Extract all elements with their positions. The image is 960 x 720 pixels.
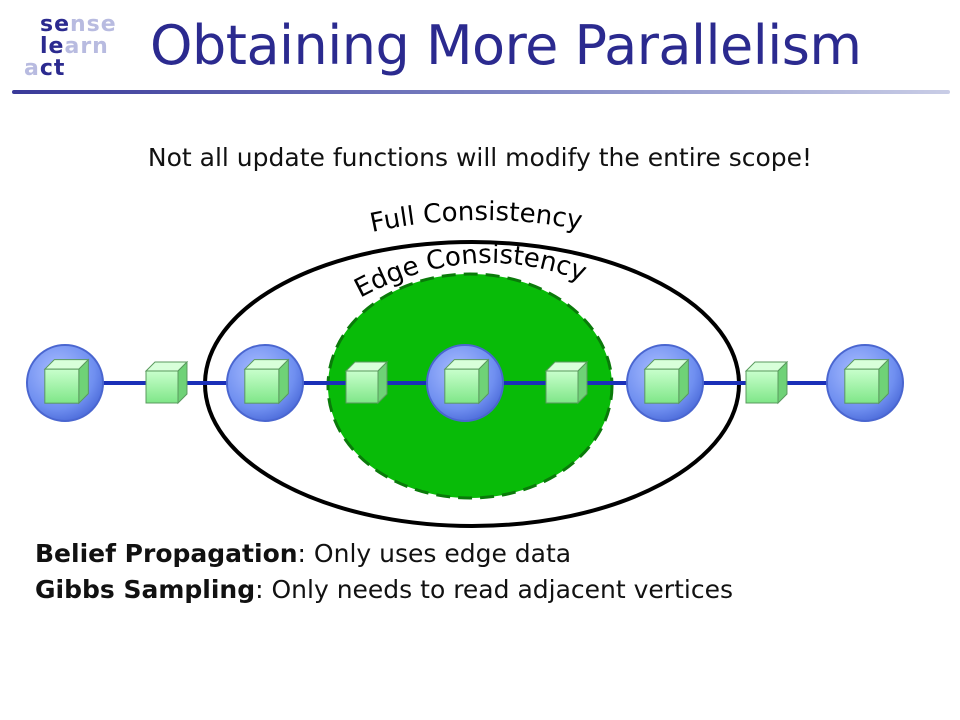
- edge-data-cube: [744, 360, 789, 405]
- title-divider: [12, 90, 950, 94]
- note-text: : Only needs to read adjacent vertices: [255, 575, 733, 604]
- vertex-data-cube: [843, 358, 890, 405]
- logo-text: nse: [70, 12, 117, 37]
- logo-line-1: sense: [40, 14, 117, 36]
- vertex-data-cube: [243, 358, 290, 405]
- note-gibbs-sampling: Gibbs Sampling: Only needs to read adjac…: [35, 572, 733, 608]
- full-consistency-label: Full Consistency: [367, 197, 584, 239]
- logo-text: ct: [39, 56, 66, 81]
- note-text: : Only uses edge data: [297, 539, 572, 568]
- edge-data-cube: [544, 360, 589, 405]
- vertex-data-cube: [643, 358, 690, 405]
- logo-line-2: learn: [40, 36, 109, 58]
- logo-text: a: [24, 56, 40, 81]
- sense-learn-act-logo: sense learn act: [18, 14, 118, 84]
- logo-text: le: [40, 34, 65, 59]
- note-term: Gibbs Sampling: [35, 575, 256, 604]
- note-term: Belief Propagation: [35, 539, 298, 568]
- logo-text: se: [40, 12, 71, 37]
- logo-text: arn: [64, 34, 109, 59]
- slide-title: Obtaining More Parallelism: [150, 14, 862, 77]
- vertex-data-cube: [443, 358, 490, 405]
- note-belief-propagation: Belief Propagation: Only uses edge data: [35, 536, 733, 572]
- slide-subtitle: Not all update functions will modify the…: [147, 143, 813, 172]
- consistency-diagram: Full Consistency Edge Consistency: [26, 197, 904, 528]
- logo-line-3: act: [24, 58, 65, 80]
- notes-block: Belief Propagation: Only uses edge data …: [35, 536, 733, 608]
- edge-data-cube: [144, 360, 189, 405]
- vertex-data-cube: [43, 358, 90, 405]
- edge-data-cube: [344, 360, 389, 405]
